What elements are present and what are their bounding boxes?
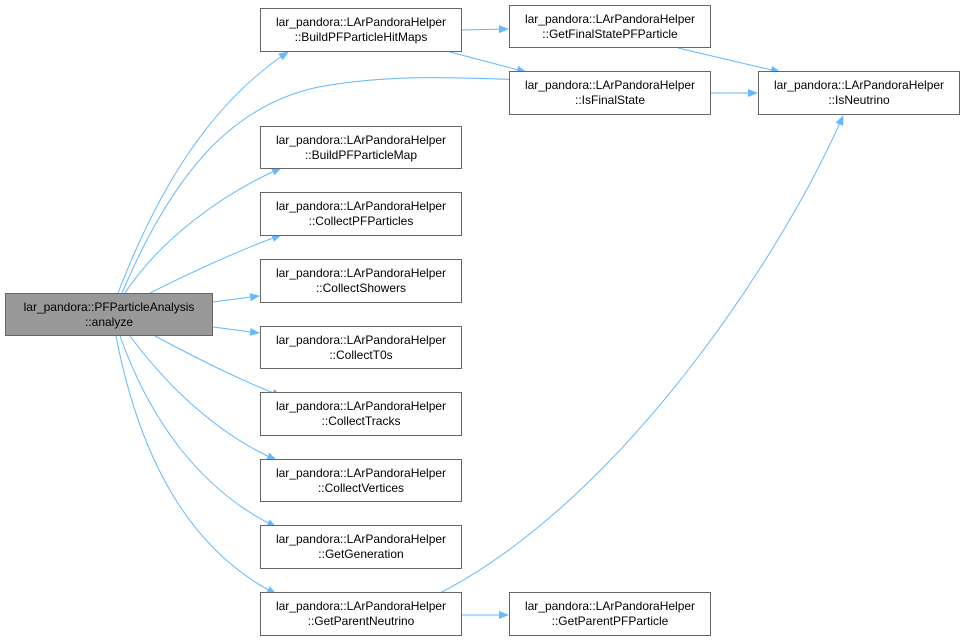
node-buildpfparticlehitmaps[interactable]: lar_pandora::LArPandoraHelper ::BuildPFP…	[260, 8, 462, 52]
node-isfinalstate-line2: ::IsFinalState	[574, 93, 646, 107]
node-collectt0s-line2: ::CollectT0s	[329, 347, 393, 362]
node-getgeneration-line1: lar_pandora::LArPandoraHelper	[275, 532, 447, 546]
node-collecttracks-line2: ::CollectTracks	[321, 414, 401, 428]
edge-analyze-to-getgeneration	[119, 335, 277, 528]
node-collectvertices-line1: lar_pandora::LArPandoraHelper	[275, 465, 447, 480]
node-getparentpf-line1: lar_pandora::LArPandoraHelper	[524, 599, 696, 613]
node-buildpfparticlemap[interactable]: lar_pandora::LArPandoraHelper ::BuildPFP…	[260, 126, 462, 169]
node-getfinalstate-line2: ::GetFinalStatePFParticle	[542, 26, 678, 41]
edge-analyze-to-getparentneutrino	[115, 335, 277, 595]
node-isfinalstate-line1: lar_pandora::LArPandoraHelper	[524, 78, 696, 92]
node-collectpfparticles[interactable]: lar_pandora::LArPandoraHelper ::CollectP…	[260, 192, 462, 236]
edge-analyze-to-collectshowers	[212, 293, 260, 303]
edge-getfinalstate-to-isneutrino	[677, 47, 781, 74]
node-isfinalstate[interactable]: lar_pandora::LArPandoraHelper ::IsFinalS…	[509, 71, 711, 115]
edge-analyze-to-isfinalstate	[121, 75, 527, 294]
node-collectvertices-line2: ::CollectVertices	[317, 480, 405, 495]
edge-analyze-to-collecttracks	[154, 335, 282, 397]
edge-analyze-to-collectt0s	[212, 326, 260, 336]
node-collectpfparticles-line2: ::CollectPFParticles	[308, 214, 414, 228]
node-collectt0s-line1: lar_pandora::LArPandoraHelper	[275, 332, 447, 347]
edge-analyze-to-buildmap	[124, 167, 282, 294]
node-getgeneration-line2: ::GetGeneration	[318, 547, 404, 561]
node-pfparticleanalysis-analyze: lar_pandora::PFParticleAnalysis ::analyz…	[5, 293, 213, 336]
node-buildmap-line1: lar_pandora::LArPandoraHelper	[275, 132, 447, 147]
node-collectshowers-line1: lar_pandora::LArPandoraHelper	[275, 266, 447, 280]
node-collectshowers-line2: ::CollectShowers	[315, 281, 407, 295]
node-analyze-line2: ::analyze	[84, 314, 134, 329]
edge-analyze-to-buildhitmaps	[117, 51, 289, 294]
node-collectshowers[interactable]: lar_pandora::LArPandoraHelper ::CollectS…	[260, 259, 462, 303]
node-buildhitmaps-line1: lar_pandora::LArPandoraHelper	[275, 15, 447, 29]
edge-getparentneutrino-to-isneutrino	[439, 115, 844, 594]
node-getparentneutrino-line2: ::GetParentNeutrino	[307, 614, 415, 628]
node-getparentneutrino[interactable]: lar_pandora::LArPandoraHelper ::GetParen…	[260, 592, 462, 636]
node-getgeneration[interactable]: lar_pandora::LArPandoraHelper ::GetGener…	[260, 525, 462, 569]
node-collectvertices[interactable]: lar_pandora::LArPandoraHelper ::CollectV…	[260, 459, 462, 502]
node-buildmap-line2: ::BuildPFParticleMap	[304, 147, 418, 162]
node-analyze-line1: lar_pandora::PFParticleAnalysis	[23, 299, 195, 314]
edge-analyze-to-collectpfparticles	[149, 234, 282, 294]
node-isneutrino[interactable]: lar_pandora::LArPandoraHelper ::IsNeutri…	[758, 71, 960, 115]
node-collectpfparticles-line1: lar_pandora::LArPandoraHelper	[275, 199, 447, 213]
node-isneutrino-line1: lar_pandora::LArPandoraHelper	[773, 78, 945, 92]
edge-buildhitmaps-to-isfinalstate	[449, 51, 527, 74]
edge-analyze-to-collectvertices	[129, 335, 277, 461]
node-getfinalstatepfparticle[interactable]: lar_pandora::LArPandoraHelper ::GetFinal…	[509, 5, 711, 48]
node-getparentpfparticle[interactable]: lar_pandora::LArPandoraHelper ::GetParen…	[509, 592, 711, 636]
node-collecttracks[interactable]: lar_pandora::LArPandoraHelper ::CollectT…	[260, 392, 462, 436]
node-getfinalstate-line1: lar_pandora::LArPandoraHelper	[524, 11, 696, 26]
node-buildhitmaps-line2: ::BuildPFParticleHitMaps	[294, 30, 428, 44]
node-collectt0s[interactable]: lar_pandora::LArPandoraHelper ::CollectT…	[260, 326, 462, 369]
node-getparentneutrino-line1: lar_pandora::LArPandoraHelper	[275, 599, 447, 613]
edge-buildhitmaps-to-getfinalstate	[461, 25, 509, 34]
node-getparentpf-line2: ::GetParentPFParticle	[551, 614, 669, 628]
node-isneutrino-line2: ::IsNeutrino	[828, 93, 890, 107]
node-collecttracks-line1: lar_pandora::LArPandoraHelper	[275, 399, 447, 413]
